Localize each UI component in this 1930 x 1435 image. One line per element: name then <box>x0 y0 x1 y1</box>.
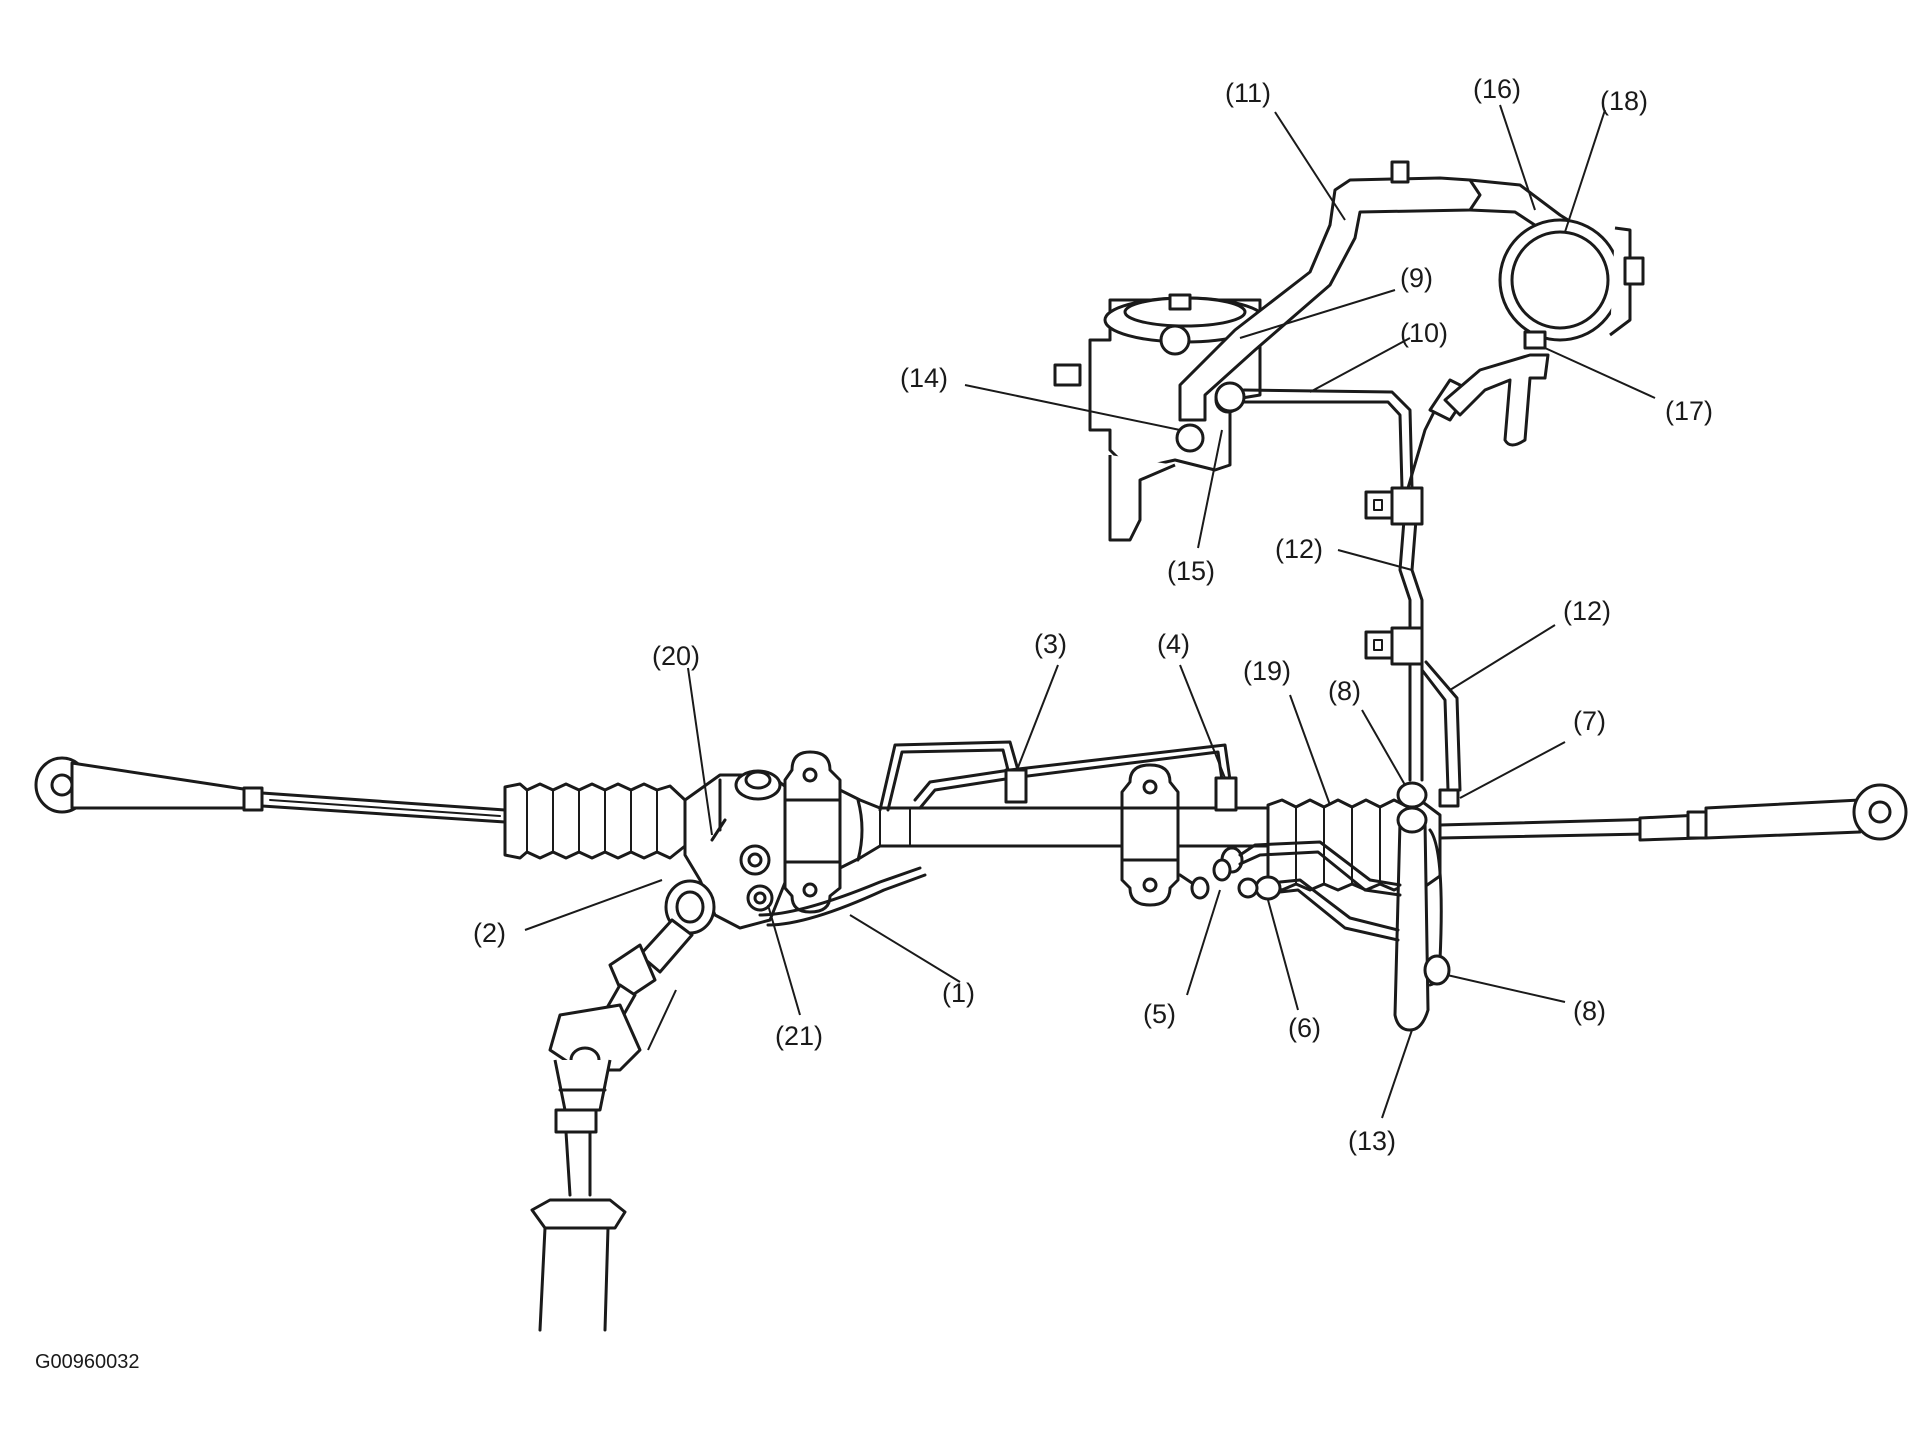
rack-housing-tube <box>838 788 1272 870</box>
steering-shaft <box>530 879 716 1332</box>
callout-19: (19) <box>1243 656 1291 686</box>
callout-11: (11) <box>1225 78 1271 108</box>
callout-17: (17) <box>1665 396 1713 426</box>
left-rack-boot <box>503 782 687 860</box>
callout-15: (15) <box>1167 556 1215 586</box>
callout-9: (9) <box>1400 263 1433 293</box>
callout-14: (14) <box>900 363 948 393</box>
callout-21: (21) <box>775 1021 823 1051</box>
return-pipe <box>1214 353 1550 490</box>
oil-pump <box>1053 293 1267 542</box>
right-gearbox-clamp <box>1120 763 1180 907</box>
leader-lines <box>524 104 1656 1119</box>
callout-16: (16) <box>1473 74 1521 104</box>
callout-5: (5) <box>1143 999 1176 1029</box>
left-gearbox-clamp <box>783 750 842 914</box>
callout-2: (2) <box>473 918 506 948</box>
left-tie-rod <box>34 756 507 824</box>
oil-tank <box>1498 218 1645 350</box>
callout-3: (3) <box>1034 629 1067 659</box>
callout-13: (13) <box>1348 1126 1396 1156</box>
cylinder-pipes <box>758 740 1238 927</box>
callout-10: (10) <box>1400 318 1448 348</box>
callout-8-lower: (8) <box>1573 996 1606 1026</box>
pressure-hose <box>1364 486 1462 792</box>
right-tie-rod <box>1438 783 1908 842</box>
figure-id: G00960032 <box>35 1351 140 1373</box>
callout-1: (1) <box>942 978 975 1008</box>
callout-12-upper: (12) <box>1275 534 1323 564</box>
callout-7: (7) <box>1573 706 1606 736</box>
return-hose <box>1393 781 1460 1032</box>
pressure-return-pipes <box>1178 840 1402 942</box>
callout-8-upper: (8) <box>1328 676 1361 706</box>
callout-12-lower: (12) <box>1563 596 1611 626</box>
callout-20: (20) <box>652 641 700 671</box>
callout-6: (6) <box>1288 1013 1321 1043</box>
control-valve-housing <box>683 769 792 930</box>
callout-labels: (1) (2) (3) (4) (5) (6) (7) (8) (8) (9) … <box>473 74 1713 1156</box>
callout-4: (4) <box>1157 629 1190 659</box>
callout-18: (18) <box>1600 86 1648 116</box>
